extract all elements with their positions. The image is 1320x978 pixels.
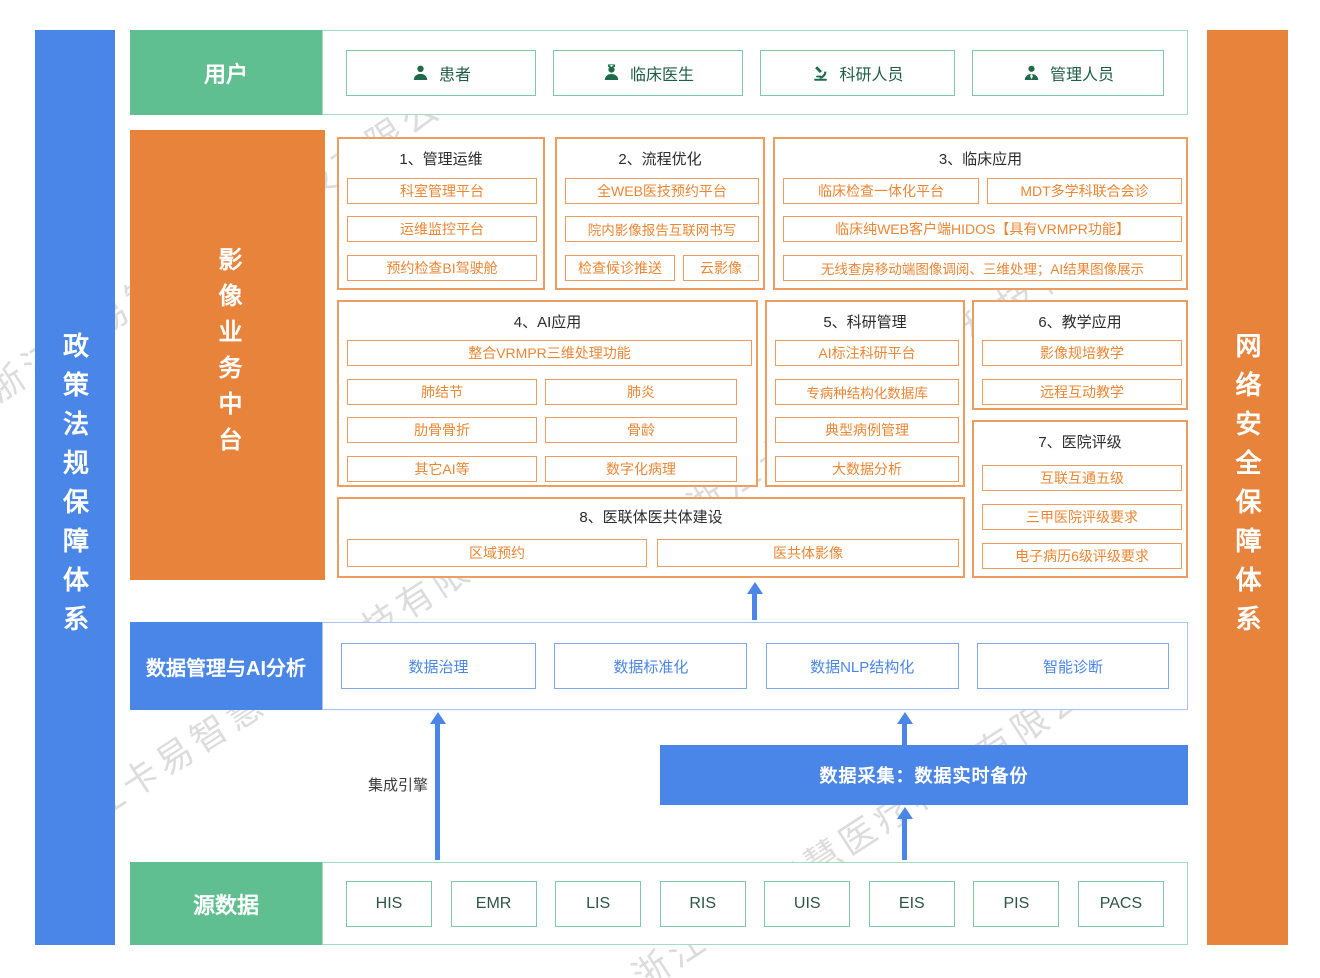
platform-item: 区域预约 [347, 539, 647, 567]
section-title: 8、医联体医共体建设 [579, 509, 723, 526]
users-row-label-text: 用户 [203, 61, 248, 87]
platform-item: 三甲医院评级要求 [982, 504, 1182, 530]
source-data-row: HIS EMR LIS RIS UIS EIS PIS PACS [322, 862, 1188, 945]
platform-item: 医共体影像 [657, 539, 959, 567]
source-system-box: PIS [973, 880, 1060, 927]
platform-item: 整合VRMPR三维处理功能 [347, 340, 752, 366]
section-title: 7、医院评级 [1038, 434, 1122, 451]
section-title: 3、临床应用 [938, 151, 1023, 168]
platform-item: 全WEB医技预约平台 [565, 178, 759, 204]
data-mgmt-label-text: 数据管理与AI分析 [146, 657, 306, 680]
section-title: 1、管理运维 [399, 151, 483, 168]
user-box-doctor: 临床医生 [553, 49, 743, 96]
data-mgmt-row: 数据治理 数据标准化 数据NLP结构化 智能诊断 [322, 622, 1188, 710]
arrow-source-to-collection [902, 819, 907, 860]
platform-item: 典型病例管理 [775, 417, 959, 443]
platform-item: 院内影像报告互联网书写 [565, 216, 759, 242]
source-data-label-text: 源数据 [192, 892, 259, 918]
user-box-label: 患者 [438, 66, 471, 84]
network-security-sidebar-label: 网络安全保障体系 [1232, 331, 1262, 644]
platform-item: 其它AI等 [347, 456, 537, 482]
source-system-box: HIS [346, 880, 432, 927]
platform-item: 科室管理平台 [347, 178, 537, 204]
data-mgmt-label: 数据管理与AI分析 [130, 622, 322, 710]
data-collection-label: 数据采集：数据实时备份 [819, 766, 1029, 786]
section-ai-application: 4、AI应用 整合VRMPR三维处理功能 肺结节 肺炎 肋骨骨折 骨龄 其它AI… [337, 300, 758, 487]
platform-item: 电子病历6级评级要求 [982, 543, 1182, 569]
section-title: 4、AI应用 [513, 314, 582, 331]
platform-item: 骨龄 [545, 417, 737, 443]
data-mgmt-item: 智能诊断 [976, 643, 1169, 689]
user-box-researcher: 科研人员 [760, 49, 955, 96]
section-title: 2、流程优化 [618, 151, 702, 168]
user-box-patient: 患者 [346, 49, 536, 96]
users-row-label: 用户 [130, 30, 322, 115]
platform-item: 预约检查BI驾驶舱 [347, 255, 537, 281]
platform-item: MDT多学科联合会诊 [987, 178, 1182, 204]
user-box-manager: 管理人员 [972, 49, 1164, 96]
source-system-box: EIS [868, 880, 955, 927]
section-title: 5、科研管理 [823, 314, 907, 331]
platform-item: 临床检查一体化平台 [783, 178, 979, 204]
patient-icon [413, 65, 428, 80]
data-mgmt-item: 数据治理 [341, 643, 536, 689]
platform-item: 运维监控平台 [347, 216, 537, 242]
platform-item: 肺炎 [545, 379, 737, 405]
platform-item: AI标注科研平台 [775, 340, 959, 366]
manager-icon [1024, 65, 1039, 80]
network-security-sidebar: 网络安全保障体系 [1207, 30, 1288, 945]
policy-sidebar-label: 政策法规保障体系 [59, 331, 90, 644]
arrow-integration-engine [435, 724, 440, 860]
users-row: 患者 临床医生 科研人员 管理人员 [322, 30, 1188, 115]
policy-sidebar: 政策法规保障体系 [35, 30, 115, 945]
section-teaching-application: 6、教学应用 影像规培教学 远程互动教学 [972, 300, 1188, 410]
section-research-management: 5、科研管理 AI标注科研平台 专病种结构化数据库 典型病例管理 大数据分析 [765, 300, 965, 487]
doctor-icon [604, 63, 619, 80]
platform-item: 无线查房移动端图像调阅、三维处理；AI结果图像展示 [783, 255, 1182, 281]
source-data-label: 源数据 [130, 862, 322, 945]
platform-item: 数字化病理 [545, 456, 737, 482]
platform-item: 肋骨骨折 [347, 417, 537, 443]
platform-item: 临床纯WEB客户端HIDOS【具有VRMPR功能】 [783, 216, 1182, 242]
arrow-datamgmt-to-platform [752, 594, 757, 620]
imaging-platform-label: 影像业务中台 [130, 130, 325, 580]
imaging-platform-label-text: 影像业务中台 [214, 247, 241, 463]
platform-item: 专病种结构化数据库 [775, 379, 959, 405]
data-mgmt-item: 数据标准化 [554, 643, 748, 689]
section-medical-alliance: 8、医联体医共体建设 区域预约 医共体影像 [337, 497, 965, 578]
arrow-collection-to-datamgmt [902, 724, 907, 745]
platform-item: 互联互通五级 [982, 465, 1182, 491]
platform-item: 肺结节 [347, 379, 537, 405]
section-management-ops: 1、管理运维 科室管理平台 运维监控平台 预约检查BI驾驶舱 [337, 137, 545, 290]
platform-item: 大数据分析 [775, 456, 959, 482]
user-box-label: 临床医生 [629, 66, 694, 84]
section-hospital-rating: 7、医院评级 互联互通五级 三甲医院评级要求 电子病历6级评级要求 [972, 420, 1188, 578]
section-process-optimization: 2、流程优化 全WEB医技预约平台 院内影像报告互联网书写 检查候诊推送 云影像 [555, 137, 765, 290]
data-collection-box: 数据采集：数据实时备份 [660, 745, 1188, 805]
section-clinical-application: 3、临床应用 临床检查一体化平台 MDT多学科联合会诊 临床纯WEB客户端HID… [773, 137, 1188, 290]
platform-item: 云影像 [683, 255, 759, 281]
microscope-icon [814, 65, 828, 81]
data-mgmt-item: 数据NLP结构化 [765, 643, 959, 689]
integration-engine-label: 集成引擎 [367, 777, 428, 794]
user-box-label: 管理人员 [1049, 66, 1114, 84]
source-system-box: UIS [764, 880, 851, 927]
user-box-label: 科研人员 [839, 66, 904, 84]
source-system-box: LIS [555, 880, 642, 927]
source-system-box: RIS [659, 880, 746, 927]
platform-item: 影像规培教学 [982, 340, 1182, 366]
section-title: 6、教学应用 [1038, 314, 1122, 331]
platform-item: 检查候诊推送 [565, 255, 675, 281]
source-system-box: EMR [450, 880, 537, 927]
source-system-box: PACS [1077, 880, 1164, 927]
platform-item: 远程互动教学 [982, 379, 1182, 405]
